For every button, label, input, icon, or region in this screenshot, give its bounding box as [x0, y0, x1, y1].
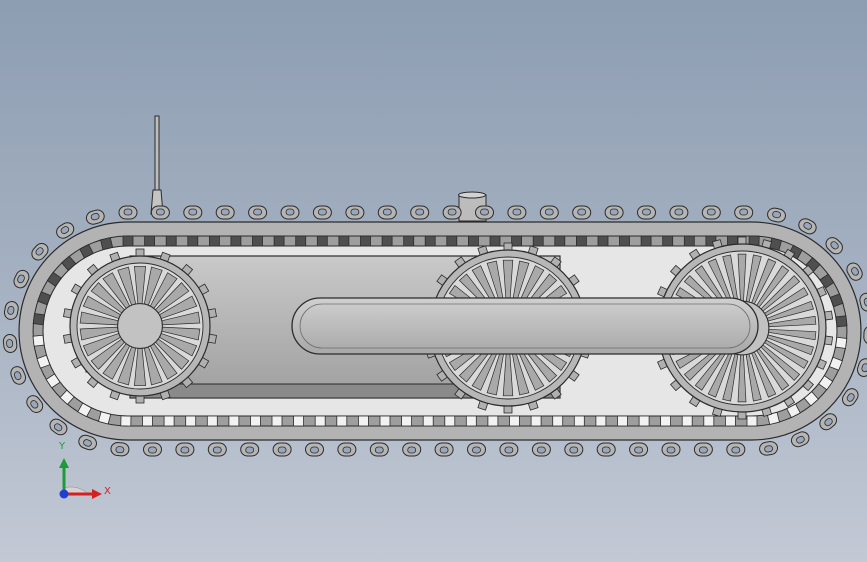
- drive-sprocket[interactable]: [63, 248, 217, 404]
- swing-arm[interactable]: [291, 297, 759, 355]
- coordinate-triad: Y X: [40, 440, 120, 510]
- x-axis-label: X: [104, 486, 111, 497]
- z-axis-dot: [59, 489, 69, 499]
- track-teeth: [2, 205, 867, 457]
- y-axis-label: Y: [59, 441, 66, 452]
- antenna[interactable]: [150, 115, 164, 215]
- triad-axes: [59, 458, 102, 499]
